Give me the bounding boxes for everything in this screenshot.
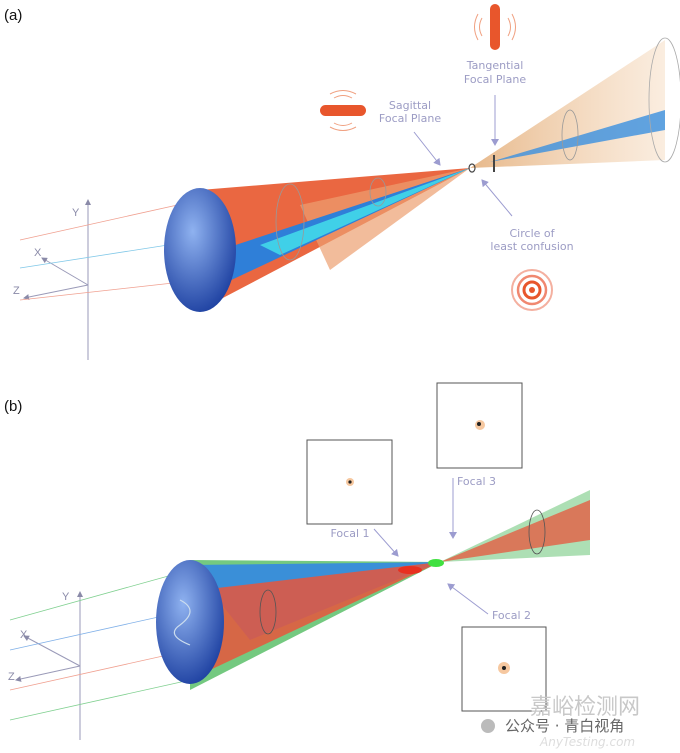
axis-x-label-b: X (20, 629, 28, 641)
axis-y-label-b: Y (62, 591, 70, 603)
sagittal-label-2: Focal Plane (379, 112, 441, 125)
focal-2-label: Focal 2 (492, 609, 531, 622)
axis-z-label: Z (13, 285, 20, 297)
panel-b: (b) Y X Z (4, 382, 640, 749)
panel-a-label: (a) (4, 7, 22, 24)
panel-b-label: (b) (4, 398, 22, 415)
wechat-icon (481, 719, 495, 733)
axes-a: Y X Z (13, 199, 201, 360)
tangential-label-2: Focal Plane (464, 73, 526, 86)
tangential-label-1: Tangential (466, 59, 524, 72)
circle-label-2: least confusion (490, 240, 573, 253)
focal-3-inset: Focal 3 (436, 382, 523, 539)
focal-1-inset: Focal 1 (306, 439, 399, 557)
focal-1-label: Focal 1 (330, 527, 369, 540)
lens-a (164, 188, 236, 312)
watermark-url: AnyTesting.com (539, 735, 635, 749)
focal-2-inset: Focal 2 (447, 583, 547, 712)
focal-3-label: Focal 3 (457, 475, 496, 488)
panel-a: (a) Y X Z (4, 4, 680, 360)
least-confusion-circle (468, 163, 476, 173)
axis-y-label: Y (72, 207, 80, 219)
tangential-blur-icon (490, 4, 500, 50)
tangential-annotation: Tangential Focal Plane (464, 4, 526, 146)
beam-b (156, 490, 590, 690)
circle-label-1: Circle of (510, 227, 556, 240)
sagittal-annotation: Sagittal Focal Plane (320, 90, 441, 166)
watermark: 嘉峪检测网 公众号 · 青白视角 AnyTesting.com (481, 695, 640, 749)
lens-b (156, 560, 224, 684)
beam-a (164, 37, 680, 312)
target-blur-icon (511, 269, 553, 311)
axis-z-label-b: Z (8, 671, 15, 683)
circle-annotation: Circle of least confusion (481, 179, 574, 311)
watermark-account: 公众号 · 青白视角 (505, 717, 624, 735)
axis-x-label: X (34, 247, 42, 259)
sagittal-label-1: Sagittal (389, 99, 431, 112)
sagittal-blur-icon (320, 105, 366, 116)
watermark-site: 嘉峪检测网 (530, 695, 640, 720)
